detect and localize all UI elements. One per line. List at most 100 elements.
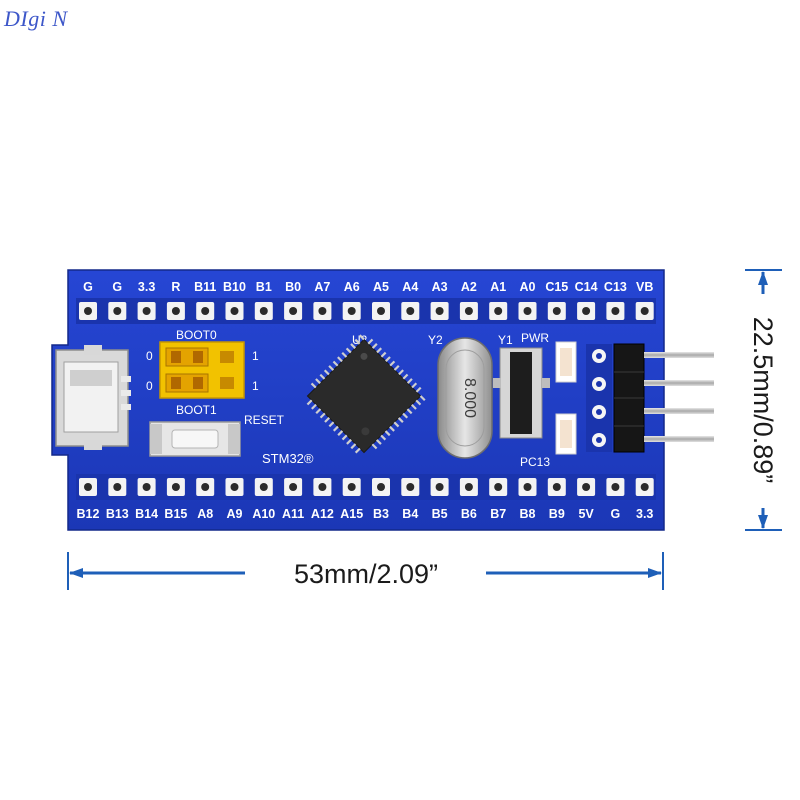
top-pin-pad-hole-15 [523, 307, 532, 315]
mcu-leg [406, 378, 413, 384]
pwr-led [555, 341, 577, 383]
top-pin-pad-hole-4 [201, 307, 210, 315]
bottom-header-strip [76, 474, 656, 500]
reset-button[interactable] [149, 421, 241, 457]
mcu-leg [315, 408, 322, 415]
bottom-pin-label-13: B6 [461, 507, 477, 521]
bottom-pin-label-3: B15 [164, 507, 187, 521]
bottom-pin-label-15: B8 [520, 507, 536, 521]
mcu-leg [389, 360, 396, 367]
bottom-pin-label-18: G [611, 507, 621, 521]
bottom-pin-label-17: 5V [578, 507, 594, 521]
top-pin-pad-hole-0 [84, 307, 92, 315]
mcu-leg [328, 421, 335, 428]
mcu-leg [398, 369, 404, 376]
top-pin-label-8: A7 [314, 280, 330, 294]
y2-label: Y2 [428, 333, 443, 347]
bottom-pin-label-2: B14 [135, 507, 158, 521]
mcu-leg [393, 421, 400, 428]
top-pin-pad-hole-6 [259, 307, 268, 315]
bottom-pin-label-16: B9 [549, 507, 565, 521]
mcu-leg [345, 347, 352, 354]
bottom-pin-pad-hole-1 [113, 483, 122, 491]
mcu-leg [419, 395, 426, 402]
pc13-led [555, 413, 577, 455]
mcu-leg [306, 399, 313, 406]
bottom-pin-pad-hole-14 [494, 483, 503, 491]
mcu-leg [371, 443, 378, 450]
bottom-pin-label-11: B4 [402, 507, 418, 521]
mcu-leg [350, 343, 357, 349]
bottom-pin-pad-hole-2 [142, 483, 151, 491]
mcu-leg [319, 412, 326, 419]
mcu-leg [384, 430, 391, 437]
bottom-pin-pad-hole-6 [259, 483, 268, 491]
mcu-leg [350, 443, 357, 450]
mcu-leg [310, 382, 317, 389]
top-pin-pad-hole-10 [377, 307, 385, 315]
boot0-label: BOOT0 [176, 328, 217, 342]
mcu-leg [346, 438, 352, 445]
mcu-leg [358, 334, 365, 341]
top-pin-label-1: G [112, 280, 122, 294]
mcu-leg [332, 360, 339, 367]
bottom-pin-pad-hole-13 [464, 483, 473, 491]
bottom-pin-label-10: B3 [373, 507, 389, 521]
bottom-pin-label-1: B13 [106, 507, 129, 521]
top-pin-label-18: C13 [604, 280, 627, 294]
jumper-0-label-top: 0 [146, 349, 153, 363]
mcu-leg [337, 430, 344, 436]
top-pin-label-17: C14 [575, 280, 598, 294]
top-pin-label-16: C15 [545, 280, 568, 294]
watermark: DIgi N [4, 6, 68, 31]
bottom-pin-label-19: 3.3 [636, 507, 653, 521]
bottom-pin-pad-hole-4 [201, 483, 210, 491]
top-pin-pad-hole-16 [552, 307, 561, 315]
bottom-pin-pad-hole-16 [552, 483, 561, 491]
stm32-label: STM32® [262, 451, 314, 466]
y1-label: Y1 [498, 333, 513, 347]
bottom-pin-pad-hole-5 [230, 483, 239, 491]
top-pin-label-3: R [171, 280, 180, 294]
top-pin-label-9: A6 [344, 280, 360, 294]
top-pin-pad-hole-3 [171, 307, 180, 315]
bottom-pin-label-4: A8 [197, 507, 213, 521]
top-pin-pad-hole-9 [347, 307, 356, 315]
bottom-pin-pad-hole-18 [611, 483, 620, 491]
top-pin-pad-hole-11 [406, 307, 415, 315]
pc13-label: PC13 [520, 455, 550, 469]
mcu-leg [315, 378, 321, 385]
top-pin-label-7: B0 [285, 280, 301, 294]
bottom-pin-label-12: B5 [432, 507, 448, 521]
mcu-leg [411, 403, 417, 410]
mcu-leg [323, 369, 330, 376]
top-pin-pad-hole-2 [142, 307, 151, 315]
bottom-pin-pad-hole-15 [523, 483, 532, 491]
bottom-pin-pad-hole-8 [318, 483, 327, 491]
bottom-pin-pad-hole-0 [84, 483, 92, 491]
mcu-chip [306, 334, 426, 454]
micro-usb-connector [55, 345, 131, 450]
bottom-pin-pad-hole-19 [640, 483, 649, 491]
mcu-leg [411, 382, 418, 389]
mcu-leg [337, 356, 343, 363]
bottom-pin-pad-hole-17 [582, 483, 591, 491]
bottom-pin-pad-hole-3 [171, 483, 180, 491]
mcu-leg [389, 425, 395, 432]
mcu-leg [367, 338, 374, 345]
bottom-pin-pad-hole-11 [406, 483, 415, 491]
top-pin-pad-hole-8 [318, 307, 327, 315]
top-pin-label-0: G [83, 280, 93, 294]
jumper-1-label-top: 1 [252, 349, 259, 363]
boot-jumper-block[interactable] [159, 341, 245, 399]
crystal-y2: 8.000 [437, 337, 493, 459]
bottom-pin-pad-hole-12 [435, 483, 444, 491]
top-pin-pad-hole-14 [494, 307, 503, 315]
mcu-leg [328, 365, 335, 371]
mcu-leg [393, 364, 400, 371]
mcu-leg [371, 343, 378, 349]
top-pin-label-14: A1 [490, 280, 506, 294]
top-pin-pad-hole-17 [582, 307, 591, 315]
top-pin-label-6: B1 [256, 280, 272, 294]
